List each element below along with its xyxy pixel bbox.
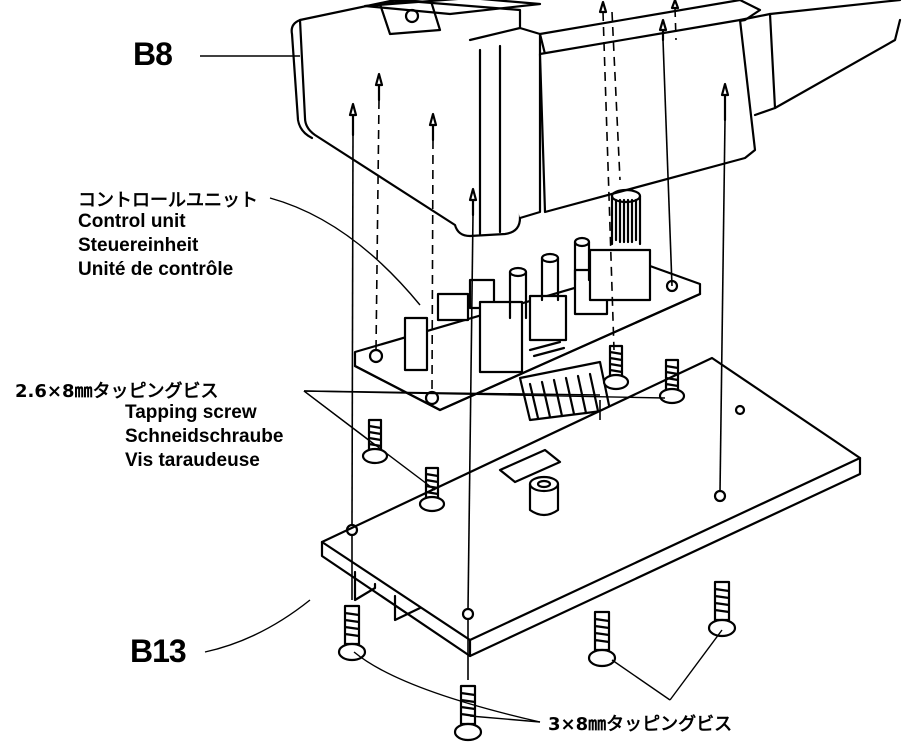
arrow-markers xyxy=(348,0,730,217)
guide-lines xyxy=(351,7,726,680)
label-control-unit-en: Control unit xyxy=(78,211,186,232)
b13-base-plate xyxy=(320,356,862,658)
label-screw-large-jp: 3×8㎜タッピングビス xyxy=(548,714,733,735)
label-control-unit-jp: コントロールユニット xyxy=(78,190,258,211)
label-b13: B13 xyxy=(130,633,187,669)
control-unit-board xyxy=(353,188,702,422)
label-b8: B8 xyxy=(133,36,173,72)
label-screw-small-jp: 2.6×8㎜タッピングビス xyxy=(15,381,219,402)
label-screw-small-en: Tapping screw xyxy=(125,402,257,423)
leader-lines xyxy=(200,55,723,723)
label-screw-small-de: Schneidschraube xyxy=(125,426,284,447)
label-screw-small-fr: Vis taraudeuse xyxy=(125,450,260,471)
screw-group xyxy=(337,344,737,742)
b8-housing xyxy=(290,0,902,238)
label-control-unit-de: Steuereinheit xyxy=(78,235,199,256)
label-control-unit-fr: Unité de contrôle xyxy=(78,259,234,280)
